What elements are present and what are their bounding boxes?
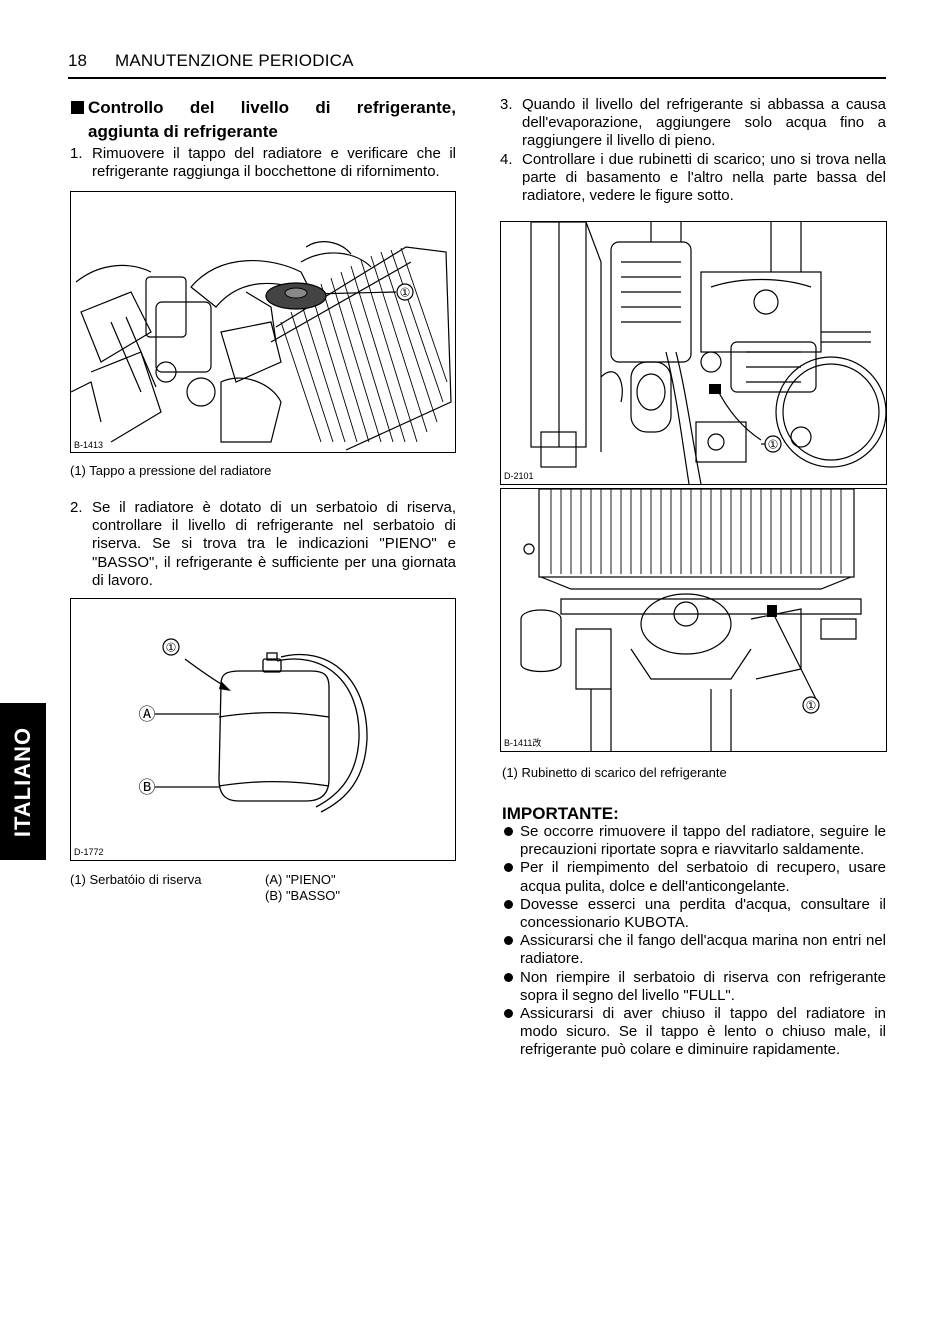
step-number: 1. xyxy=(70,145,83,162)
reserve-tank-illustration: ① Ⓐ Ⓑ xyxy=(139,638,368,813)
list-item-text: Dovesse esserci una perdita d'acqua, con… xyxy=(520,895,886,932)
language-label: ITALIANO xyxy=(10,726,35,837)
figure-radiator-drain: ① B-1411改 xyxy=(500,488,887,752)
bullet-icon xyxy=(504,899,513,909)
list-item: Non riempire il serbatoio di riserva con… xyxy=(502,969,886,1005)
step-number: 3. xyxy=(500,96,513,113)
figure-caption-radiator-cap: (1) Tappo a pressione del radiatore xyxy=(70,463,272,478)
step-4: 4. Controllare i due rubinetti di scaric… xyxy=(500,151,886,206)
callout-1: ① xyxy=(400,286,411,300)
radiator-drain-illustration: ① xyxy=(520,489,862,751)
figure-caption-radiator-drain: (1) Rubinetto di scarico del refrigerant… xyxy=(502,765,727,780)
bullet-icon xyxy=(504,827,513,836)
callout-1: ① xyxy=(166,641,177,655)
figure-caption-tank: (1) Serbatóio di riserva xyxy=(70,872,202,887)
step-2: 2. Se il radiatore è dotato di un serbat… xyxy=(70,499,456,590)
right-column: 3. Quando il livello del refrigerante si… xyxy=(500,96,886,205)
figure-engine-drain: ① D-2101 xyxy=(500,221,887,485)
figure-reserve-tank: ① Ⓐ Ⓑ D-1772 xyxy=(70,598,456,861)
section-title-line2: aggiunta di refrigerante xyxy=(88,122,278,141)
bullet-icon xyxy=(504,863,513,873)
callout-a: Ⓐ xyxy=(139,705,156,725)
step-number: 2. xyxy=(70,499,83,516)
figure-code: B-1413 xyxy=(74,440,104,450)
step-3: 3. Quando il livello del refrigerante si… xyxy=(500,96,886,151)
section-title-line1: Controllo del livello di refrigerante, xyxy=(88,98,456,117)
step-1: 1. Rimuovere il tappo del radiatore e ve… xyxy=(70,145,456,181)
list-item: Assicurarsi di aver chiuso il tappo del … xyxy=(502,1005,886,1060)
page-number: 18 xyxy=(68,51,87,70)
step-number: 4. xyxy=(500,150,513,168)
figure-code: B-1411改 xyxy=(504,738,542,748)
list-item-text: Assicurarsi di aver chiuso il tappo del … xyxy=(520,1005,886,1059)
list-item-text: Assicurarsi che il fango dell'acqua mari… xyxy=(520,932,886,968)
bullet-icon xyxy=(504,1009,513,1019)
bullet-icon xyxy=(504,972,513,982)
left-column: Controllo del livello di refrigerante, a… xyxy=(70,96,456,181)
list-item: Assicurarsi che il fango dell'acqua mari… xyxy=(502,932,886,968)
square-bullet-icon xyxy=(71,101,84,114)
figure-caption-full: (A) "PIENO" xyxy=(265,872,336,887)
section-title: Controllo del livello di refrigerante, a… xyxy=(70,96,456,144)
step-text: Quando il livello del refrigerante si ab… xyxy=(522,96,886,150)
engine-drain-illustration: ① xyxy=(530,222,886,484)
important-list: Se occorre rimuovere il tappo del radiat… xyxy=(502,823,886,1060)
page-header: 18 MANUTENZIONE PERIODICA xyxy=(68,50,886,79)
figure-code: D-2101 xyxy=(504,471,534,481)
list-item: Se occorre rimuovere il tappo del radiat… xyxy=(502,823,886,859)
figure-caption-low: (B) "BASSO" xyxy=(265,888,340,903)
list-item-text: Per il riempimento del serbatoio di recu… xyxy=(520,859,886,895)
language-side-tab: ITALIANO xyxy=(0,703,46,860)
list-item-text: Se occorre rimuovere il tappo del radiat… xyxy=(520,823,886,859)
page-title: MANUTENZIONE PERIODICA xyxy=(115,51,354,70)
important-title: IMPORTANTE: xyxy=(502,804,619,823)
figure-code: D-1772 xyxy=(74,847,104,857)
list-item: Dovesse esserci una perdita d'acqua, con… xyxy=(502,896,886,932)
callout-1: ① xyxy=(806,699,817,713)
list-item: Per il riempimento del serbatoio di recu… xyxy=(502,859,886,895)
bullet-icon xyxy=(504,936,513,946)
list-item-text: Non riempire il serbatoio di riserva con… xyxy=(520,968,886,1004)
callout-b: Ⓑ xyxy=(139,778,156,798)
step-text: Se il radiatore è dotato di un serbatoio… xyxy=(92,499,456,589)
step-text: Rimuovere il tappo del radiatore e verif… xyxy=(92,145,456,181)
callout-1: ① xyxy=(768,438,779,452)
step-text: Controllare i due rubinetti di scarico; … xyxy=(522,150,886,205)
figure-radiator-cap: ① B-1413 xyxy=(70,191,456,453)
radiator-cap-illustration: ① xyxy=(71,241,452,451)
